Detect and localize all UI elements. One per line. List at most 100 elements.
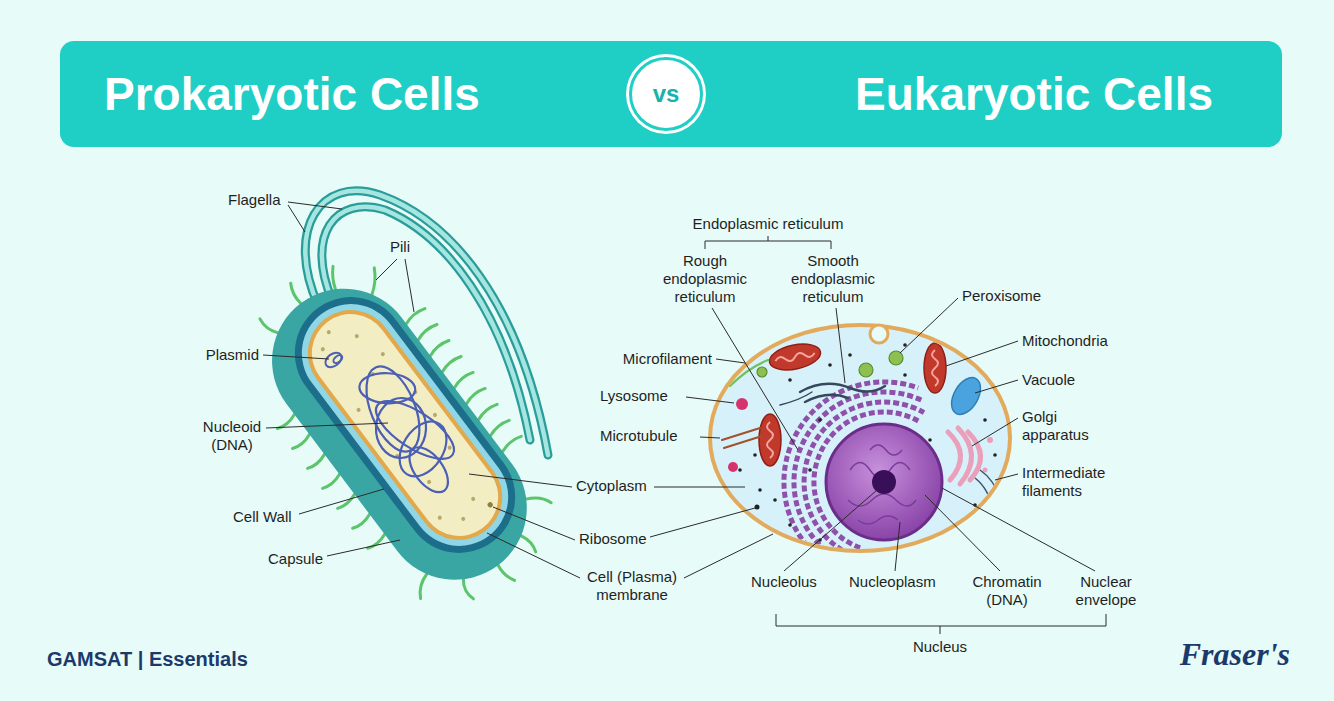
plasmid [323,350,345,370]
part-label: Lysosome [600,387,668,405]
pili [477,403,498,420]
leader-lines [946,341,1018,366]
pili [417,323,438,340]
nucleolus [872,470,896,494]
ribosome-dots [437,515,443,521]
pili [352,514,371,529]
microtubule [724,436,762,448]
part-label: Mitochondria [1022,332,1108,350]
ribosome-dots [828,363,832,367]
mitochondrion [932,350,938,386]
part-label: Nucleoid (DNA) [187,418,277,454]
pili [489,419,510,436]
smooth-er [805,395,848,402]
vs-badge: vs [629,57,703,131]
pili [411,574,437,599]
leader-lines [487,533,580,578]
part-label: Plasmid [206,346,259,364]
ribosome-dots [928,438,932,442]
part-label: Flagella [228,191,281,209]
leader-lines [263,355,329,359]
pili [212,228,588,639]
nucleus [870,445,902,455]
ribosome-dots [432,412,438,418]
leader-lines [836,308,845,383]
pili [260,315,278,336]
leader-lines [712,308,798,450]
nucleus [826,424,942,540]
plasmid [323,350,345,370]
nucleus [858,516,898,524]
pili [292,434,311,449]
part-label: Chromatin (DNA) [960,573,1055,609]
leader-lines [469,474,572,487]
pili [367,534,386,549]
mitochondrion [759,414,781,466]
leader-lines [493,507,575,540]
ribosome-dots [320,346,326,352]
pili [287,283,304,303]
leader-lines [327,540,400,556]
ribosome-dots [487,501,494,508]
ribosome-dots [773,498,777,502]
ribosome-dots [356,407,362,413]
peroxisome [757,351,903,377]
pili [429,339,450,356]
leader-lines [288,205,305,232]
microtubule [722,428,762,448]
pili [465,387,486,404]
part-label: Capsule [268,550,323,568]
leader-lines [266,423,388,428]
golgi-apparatus [948,432,961,480]
pili [307,454,326,469]
part-label: Nucleoplasm [849,573,936,591]
ribosome-dots [808,468,812,472]
mitochondrion [775,350,815,364]
leader-lines [975,380,1018,393]
part-label: Peroxisome [962,287,1041,305]
leader-lines [942,488,1095,571]
title-banner: Prokaryotic CellsEukaryotic Cellsvs [60,41,1282,147]
nucleus [826,424,942,540]
part-label: Microfilament [623,350,712,368]
prokaryotic-cell [212,228,588,639]
ribosome-dots [983,418,987,422]
vs-text: vs [653,82,680,106]
part-label: Endoplasmic reticulum [668,215,868,233]
part-label: Vacuole [1022,371,1075,389]
leader-lines [650,508,755,537]
ribosome-dots [993,453,997,457]
golgi-vesicle [987,437,993,443]
part-label: Intermediate filaments [1022,464,1142,500]
mitochondrion [767,422,773,458]
mitochondrion [924,343,946,393]
brand-label: GAMSAT | Essentials [47,647,248,671]
pili [453,371,474,388]
ribosome-dots [354,333,360,339]
part-label: Nuclear envelope [1061,573,1151,609]
lysosome [736,398,748,410]
smooth-er [800,384,885,392]
part-label: Smooth endoplasmic reticulum [778,252,888,306]
ribosome-dots [738,468,742,472]
pili [459,579,476,600]
plasmid [332,354,344,365]
nucleoid-dna [402,441,456,499]
pili [405,307,426,324]
leader-lines [972,418,1018,446]
leader-lines [288,202,342,209]
part-label: Microtubule [600,427,678,445]
golgi-apparatus [948,428,981,484]
leader-lines [716,359,745,363]
ribosome-dots [326,329,332,335]
ribosome-dots [818,418,822,422]
part-label: Nucleolus [751,573,817,591]
leader-lines [776,614,1106,634]
leader-lines [686,397,734,403]
leader-lines [784,490,877,571]
intermediate-filaments [975,470,1000,510]
part-label: Cell Wall [233,508,292,526]
banner-title: Prokaryotic Cells [104,69,480,120]
pili [441,355,462,372]
ribosome-dots [426,479,432,485]
